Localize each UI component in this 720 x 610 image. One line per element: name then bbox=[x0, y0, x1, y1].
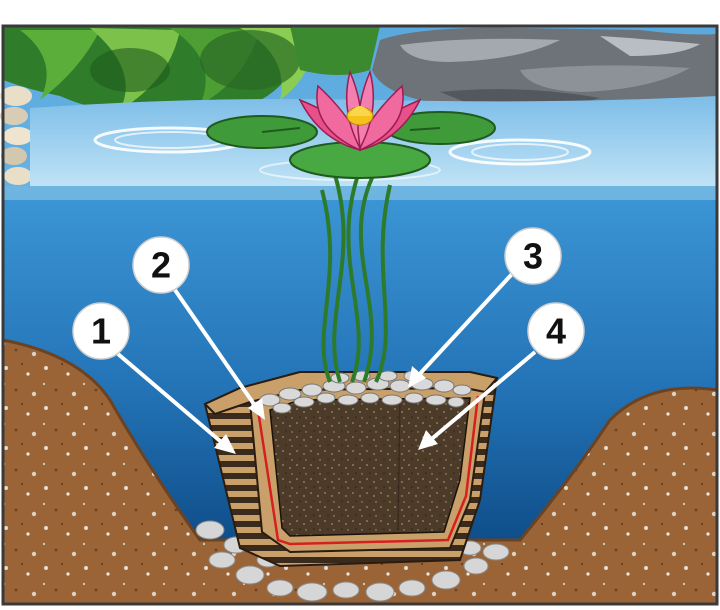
gravel-layer bbox=[259, 370, 472, 414]
callout-4: 4 bbox=[418, 302, 585, 450]
soil-bank bbox=[3, 340, 717, 604]
callout-1-circle bbox=[72, 302, 130, 360]
callout-1-number: 1 bbox=[91, 311, 111, 352]
callout-2-number: 2 bbox=[151, 245, 171, 286]
callout-3-arrowhead bbox=[408, 366, 426, 388]
callout-2-leader bbox=[173, 288, 260, 412]
callout-3-circle bbox=[504, 227, 562, 285]
callout-4-arrowhead bbox=[418, 430, 438, 450]
planting-soil bbox=[269, 397, 471, 537]
lily-stems bbox=[320, 174, 392, 383]
callout-4-number: 4 bbox=[546, 311, 566, 352]
callout-1: 1 bbox=[72, 302, 236, 454]
callout-3: 3 bbox=[408, 227, 562, 388]
background-foliage bbox=[3, 26, 380, 115]
illustration-frame bbox=[0, 24, 719, 606]
callout-3-number: 3 bbox=[523, 236, 543, 277]
liner-red-line bbox=[256, 395, 480, 546]
callout-2: 2 bbox=[132, 236, 265, 420]
lily-pads bbox=[206, 111, 496, 179]
planting-basket bbox=[203, 370, 499, 568]
callout-1-arrowhead bbox=[214, 434, 236, 454]
water-lily-flower bbox=[298, 69, 422, 152]
callout-3-leader bbox=[414, 272, 514, 380]
callout-4-leader bbox=[426, 350, 537, 444]
callout-2-arrowhead bbox=[248, 398, 265, 420]
callout-1-leader bbox=[116, 352, 228, 448]
callout-4-circle bbox=[527, 302, 585, 360]
callout-2-circle bbox=[132, 236, 190, 294]
